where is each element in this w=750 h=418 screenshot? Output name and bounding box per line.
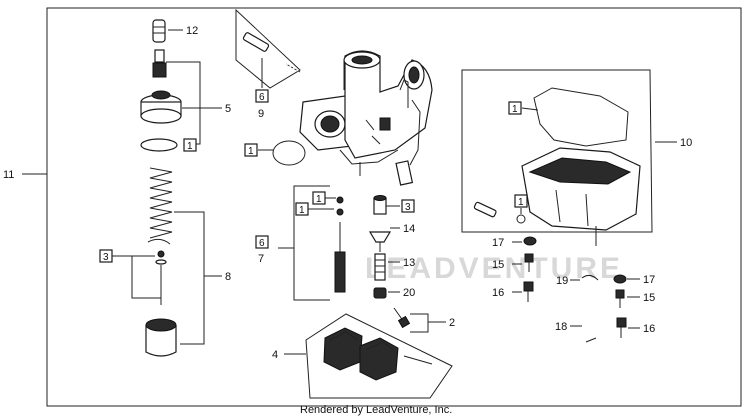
washer-17-left <box>523 236 537 246</box>
float-valve-seat <box>373 195 387 215</box>
callout-1-lower: 1 <box>299 205 305 216</box>
callout-16-left: 16 <box>492 287 504 299</box>
float <box>323 327 433 381</box>
callout-15-left: 15 <box>492 259 504 271</box>
float-chamber-gasket <box>533 87 629 147</box>
float-chamber <box>521 147 641 246</box>
callout-8: 8 <box>225 271 231 283</box>
callout-1-drain: 1 <box>518 197 524 208</box>
screw-16-left <box>523 281 534 302</box>
callout-14: 14 <box>403 223 415 235</box>
callout-4: 4 <box>272 349 278 361</box>
hose-clip <box>581 274 599 281</box>
callout-1-oring: 1 <box>248 146 254 157</box>
screw-15-left <box>524 253 534 272</box>
screw-15-right <box>615 289 625 308</box>
throttle-spring <box>149 167 173 239</box>
main-jet <box>373 287 387 299</box>
needle-clip <box>147 238 171 265</box>
callout-13: 13 <box>403 257 415 269</box>
callout-6-mid: 6 <box>259 238 265 249</box>
washer-17-right <box>613 274 627 284</box>
cable-adjuster <box>152 49 167 78</box>
o-ring <box>272 140 306 166</box>
callout-5: 5 <box>225 103 231 115</box>
callout-20: 20 <box>403 287 415 299</box>
callout-6-top: 6 <box>259 92 265 103</box>
screw-panel <box>235 8 301 89</box>
pilot-screw <box>242 32 301 73</box>
drain-hose <box>581 287 606 403</box>
callout-10: 10 <box>680 137 692 149</box>
top-gasket <box>140 138 178 152</box>
callout-7: 7 <box>258 253 264 265</box>
callout-16-right: 16 <box>643 323 655 335</box>
callout-11: 11 <box>3 169 14 181</box>
callout-9: 9 <box>258 108 264 120</box>
callout-17-left: 17 <box>492 237 504 249</box>
cable-cap <box>152 19 166 43</box>
throttle-valve <box>145 318 177 357</box>
callout-3-clip: 3 <box>103 252 109 263</box>
top-nut <box>140 90 182 124</box>
main-jet-holder <box>374 253 386 281</box>
diagram-frame <box>46 7 742 407</box>
callout-2: 2 <box>449 317 455 329</box>
needle-jet-holder <box>334 222 346 293</box>
callout-1-topgasket: 1 <box>187 141 193 152</box>
callout-19: 19 <box>556 275 568 287</box>
chamber-panel <box>461 69 653 233</box>
carburetor-body <box>299 50 433 186</box>
callout-12: 12 <box>186 25 198 37</box>
needle-jet <box>368 231 392 252</box>
callout-1-upper: 1 <box>316 194 322 205</box>
callout-1-gasket: 1 <box>512 104 518 115</box>
callout-18: 18 <box>555 321 567 333</box>
drain-screw <box>473 201 497 218</box>
callout-17-right: 17 <box>643 274 655 286</box>
callout-15-right: 15 <box>643 292 655 304</box>
float-panel <box>305 313 453 399</box>
callout-3-seat: 3 <box>405 202 411 213</box>
footer-credit: Rendered by LeadVenture, Inc. <box>300 404 452 416</box>
screw-16-right <box>616 317 627 338</box>
float-valve <box>393 307 411 329</box>
